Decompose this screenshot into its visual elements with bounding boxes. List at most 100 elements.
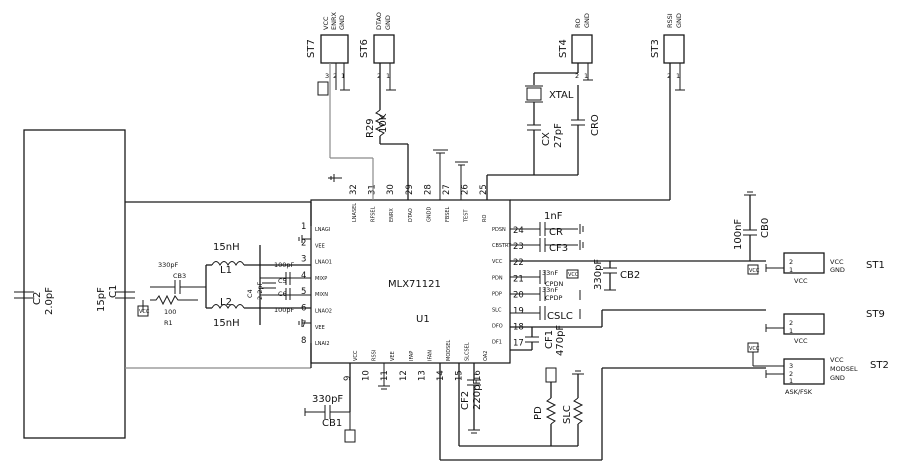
pin-1-name: LNAGI: [315, 227, 330, 233]
r29-ref: R29: [365, 118, 376, 138]
cf2-val: 220pF: [472, 379, 483, 410]
st7-sig-1: VCC: [322, 16, 330, 30]
vcc-tag-st1: [747, 264, 759, 275]
cb1-val: 330pF: [312, 394, 343, 405]
pin-5-name: MIXN: [315, 292, 328, 298]
ic-ref: U1: [416, 314, 430, 325]
l2-ref: L2: [220, 297, 232, 308]
vcc-tag-cb1: [344, 429, 356, 443]
st1-sig-1: VCC: [830, 258, 844, 266]
r1-val: 100: [164, 308, 176, 316]
l1-val: 15nH: [213, 242, 240, 253]
pin-13-name: IFAN: [427, 350, 433, 361]
pin-30-name: ENRX: [389, 208, 395, 222]
c6-ref: C6: [278, 290, 287, 298]
st2-ref: ST2: [870, 360, 889, 371]
st9-tag: VCC: [794, 337, 808, 345]
vcc-tag-st7: [317, 81, 329, 96]
pin-29-number: 29: [405, 184, 415, 195]
st6-pin-b: 1: [386, 72, 390, 80]
st7-pin-b: 2: [333, 72, 337, 80]
pin-17-name: DF1: [492, 340, 502, 346]
pin-30-number: 30: [386, 184, 396, 195]
resistor-r29: [374, 109, 386, 137]
pin-6-name: LNAO2: [315, 309, 332, 315]
pin-24-number: 24: [513, 226, 524, 236]
c6-val: 100pF: [274, 306, 295, 314]
st1-pin-a: 2: [789, 258, 793, 266]
pin-23-number: 23: [513, 242, 524, 252]
st2-pin-c: 1: [789, 377, 793, 385]
l1-ref: L1: [220, 265, 232, 276]
connector-st6[interactable]: [373, 34, 395, 64]
connector-st7[interactable]: [320, 34, 349, 64]
inductor-l2: [211, 304, 245, 310]
pin-18-name: DFO: [492, 324, 503, 330]
pin-13-number: 13: [417, 370, 427, 381]
st7-sig-3: GND: [338, 15, 346, 30]
connector-st1[interactable]: [783, 252, 825, 274]
pin-2-number: 2: [301, 238, 306, 248]
st7-pin-c: 1: [341, 72, 345, 80]
pin-8-name: LNAI2: [315, 341, 330, 347]
connector-st2[interactable]: [783, 358, 825, 385]
resistor-slc: [572, 397, 584, 425]
pin-7-number: 7: [301, 320, 306, 330]
pin-16-number: 16: [473, 370, 483, 381]
st4-sig-1: RO: [574, 18, 582, 28]
cf1-val: 470pF: [555, 325, 566, 356]
cr-val: 1nF: [544, 211, 563, 222]
st7-ref: ST7: [306, 39, 317, 58]
st1-pin-b: 1: [789, 266, 793, 274]
cpdn-ref: CPDN: [545, 280, 563, 288]
connector-st4[interactable]: [571, 34, 593, 64]
pin-19-name: SLC: [492, 308, 502, 314]
c2-ref: C2: [32, 292, 43, 305]
cslc-ref: CSLC: [547, 311, 573, 322]
vcc-tag-cpdn: [566, 269, 579, 279]
pin-23-name: CBSTRT: [492, 243, 512, 249]
st3-pin-b: 1: [676, 72, 680, 80]
pin-21-number: 21: [513, 274, 524, 284]
pin-20-name: PDP: [492, 291, 502, 297]
pin-24-name: PDSN: [492, 227, 506, 233]
pin-11-number: 11: [380, 370, 390, 381]
pin-3-name: LNAO1: [315, 260, 332, 266]
pin-9-number: 9: [343, 376, 353, 381]
c2-val: 2.0pF: [44, 287, 55, 315]
pin-16-name: OA2: [483, 351, 489, 361]
cb3-val: 330pF: [158, 261, 179, 269]
vcc-tag-r1: [137, 305, 149, 317]
pin-26-name: TEST: [464, 209, 470, 223]
pin-27-number: 27: [442, 184, 452, 195]
pin-28-number: 28: [423, 184, 433, 195]
st3-ref: ST3: [650, 39, 661, 58]
st3-sig-1: RSSI: [666, 13, 674, 28]
st6-pin-a: 2: [377, 72, 381, 80]
r1-ref: R1: [164, 319, 173, 327]
pin-25-number: 25: [479, 184, 489, 195]
st1-ref: ST1: [866, 260, 885, 271]
c5-ref: C5: [278, 277, 287, 285]
st3-pin-a: 2: [667, 72, 671, 80]
pin-4-name: MIXP: [315, 276, 327, 282]
ground-pin2: [298, 235, 311, 243]
st1-sig-2: GND: [830, 266, 845, 274]
pin-25-name: RO: [482, 215, 488, 222]
pin-11-name: VEE: [390, 351, 396, 361]
vcc-tag-r1-label: VCC: [139, 309, 150, 315]
c4-val: 2.2pF: [256, 282, 264, 300]
c1-ref: C1: [108, 285, 119, 298]
connector-st9[interactable]: [783, 313, 825, 335]
cf3-ref: CF3: [549, 243, 568, 254]
cap-c2: [14, 291, 34, 299]
st4-ref: ST4: [558, 39, 569, 58]
vcc-tag-cpdn-label: VCC: [568, 272, 579, 278]
connector-st3[interactable]: [663, 34, 685, 64]
cx-val: 27pF: [553, 123, 564, 148]
pin-31-name: RFSEL: [371, 206, 377, 222]
pin-12-number: 12: [399, 370, 409, 381]
pin-26-number: 26: [461, 184, 471, 195]
st6-sig-2: GND: [384, 15, 392, 30]
